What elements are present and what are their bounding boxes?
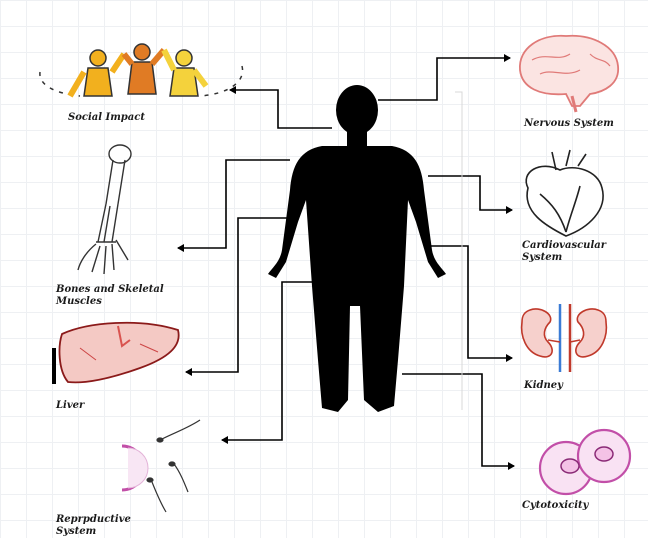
label-bones-and-skeletal-muscles: Bones and Skeletal Muscles bbox=[56, 284, 186, 308]
label-nervous-system: Nervous System bbox=[524, 118, 614, 130]
label-kidney: Kidney bbox=[524, 380, 563, 392]
label-cardiovascular-system: Cardiovascular System bbox=[522, 240, 618, 264]
label-reproductive-system: Reprpductive System bbox=[56, 514, 136, 538]
label-social-impact: Social Impact bbox=[68, 112, 145, 124]
label-cytotoxicity: Cytotoxicity bbox=[522, 500, 588, 512]
label-liver: Liver bbox=[56, 400, 84, 412]
